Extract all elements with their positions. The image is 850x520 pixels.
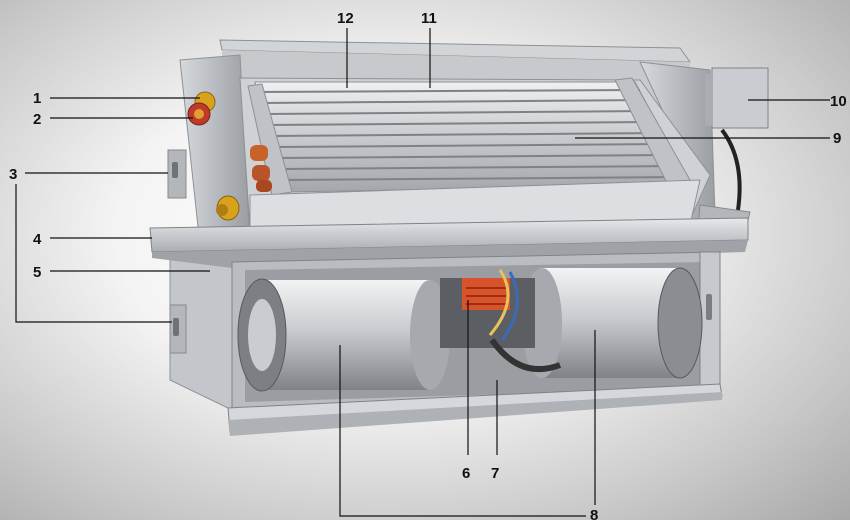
callout-2: 2: [33, 111, 41, 128]
bracket-slot-lower: [173, 318, 179, 336]
bottom-lip: [228, 392, 722, 436]
callout-8: 8: [590, 507, 598, 520]
leader-8: [339, 345, 586, 517]
callout-1: 1: [33, 90, 41, 107]
callout-5: 5: [33, 264, 41, 281]
water-connection-valves: [187, 91, 240, 221]
copper-bends: [250, 145, 272, 192]
callout-6: 6: [462, 465, 470, 482]
power-cable: [720, 128, 742, 211]
callout-9: 9: [833, 130, 841, 147]
callout-3: 3: [9, 166, 17, 183]
callout-leaders: [15, 28, 830, 517]
left-side-panel: [179, 54, 251, 246]
right-fan-scroll: [522, 267, 703, 379]
callout-4: 4: [33, 231, 42, 248]
bracket-slot-upper: [172, 162, 178, 178]
callout-12: 12: [337, 10, 354, 27]
leader-3-lower: [15, 184, 172, 323]
callout-11: 11: [421, 10, 437, 27]
electrical-box: [711, 67, 769, 129]
callout-10: 10: [830, 93, 847, 110]
left-fan-scroll: [237, 278, 450, 392]
heat-exchanger-coil: [254, 81, 691, 193]
right-frame-post: [699, 251, 721, 393]
fan-motor: [440, 269, 562, 373]
callout-7: 7: [491, 465, 499, 482]
